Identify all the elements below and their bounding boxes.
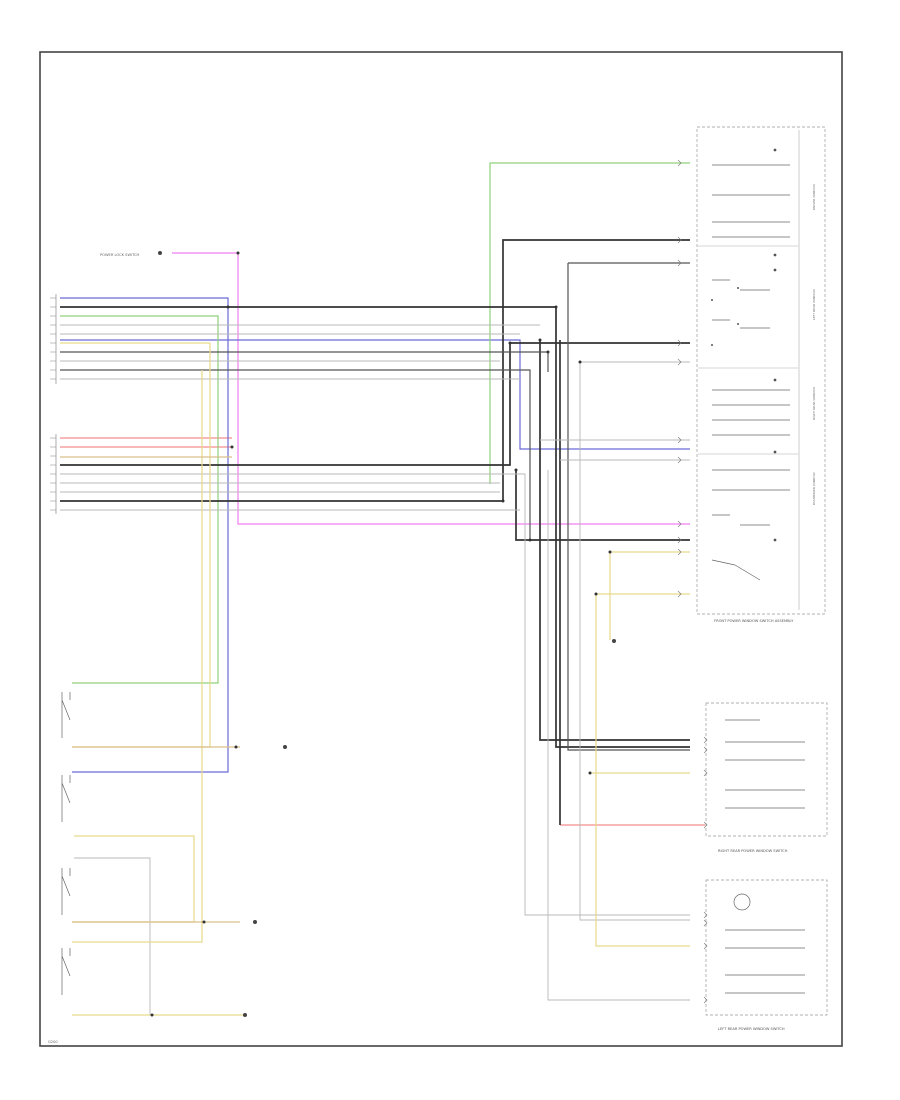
- rear-right-switch-box: [705, 702, 828, 837]
- diagram-frame: [39, 51, 843, 1047]
- wire-tan: [60, 456, 240, 923]
- svg-text:PASSENGER WINDOW: PASSENGER WINDOW: [812, 472, 816, 505]
- wire-pink: [172, 252, 690, 525]
- wire-gray: [60, 324, 690, 1015]
- wire-yellow: [60, 342, 690, 1016]
- wire-blue: [60, 297, 690, 773]
- power-lock-switch-label: POWER LOCK SWITCH: [100, 253, 140, 257]
- ground-symbols: [158, 251, 616, 1017]
- front-switch-contacts: [711, 164, 790, 581]
- front-switch-nodes: [711, 148, 777, 542]
- front-assembly-caption: FRONT POWER WINDOW SWITCH ASSEMBLY: [714, 619, 794, 623]
- wire-red: [60, 437, 705, 826]
- front-assembly-dividers: [698, 130, 800, 610]
- rear-left-switch-box: [705, 879, 828, 1016]
- left-window-switches: [61, 692, 71, 995]
- svg-text:RIGHT REAR WINDOW: RIGHT REAR WINDOW: [812, 387, 816, 420]
- right-connector-markers: [677, 159, 708, 1004]
- svg-text:LEFT REAR WINDOW: LEFT REAR WINDOW: [812, 289, 816, 320]
- bottom-ground-label: G200: [48, 1040, 58, 1044]
- wire-dark-gray: [60, 262, 690, 751]
- front-side-labels: DRIVER WINDOW LEFT REAR WINDOW RIGHT REA…: [812, 184, 816, 505]
- junction-dots: [150, 251, 612, 1017]
- front-switch-assembly: [696, 126, 826, 615]
- rear-right-switch-caption: RIGHT REAR POWER WINDOW SWITCH: [718, 849, 788, 853]
- wire-green: [60, 162, 690, 684]
- rear-left-switch-caption: LEFT REAR POWER WINDOW SWITCH: [718, 1027, 785, 1031]
- left-connector-ticks: [50, 297, 56, 511]
- rear-right-switch-contacts: [725, 719, 805, 809]
- svg-text:DRIVER WINDOW: DRIVER WINDOW: [812, 184, 816, 210]
- rear-left-switch-contacts: [725, 893, 805, 994]
